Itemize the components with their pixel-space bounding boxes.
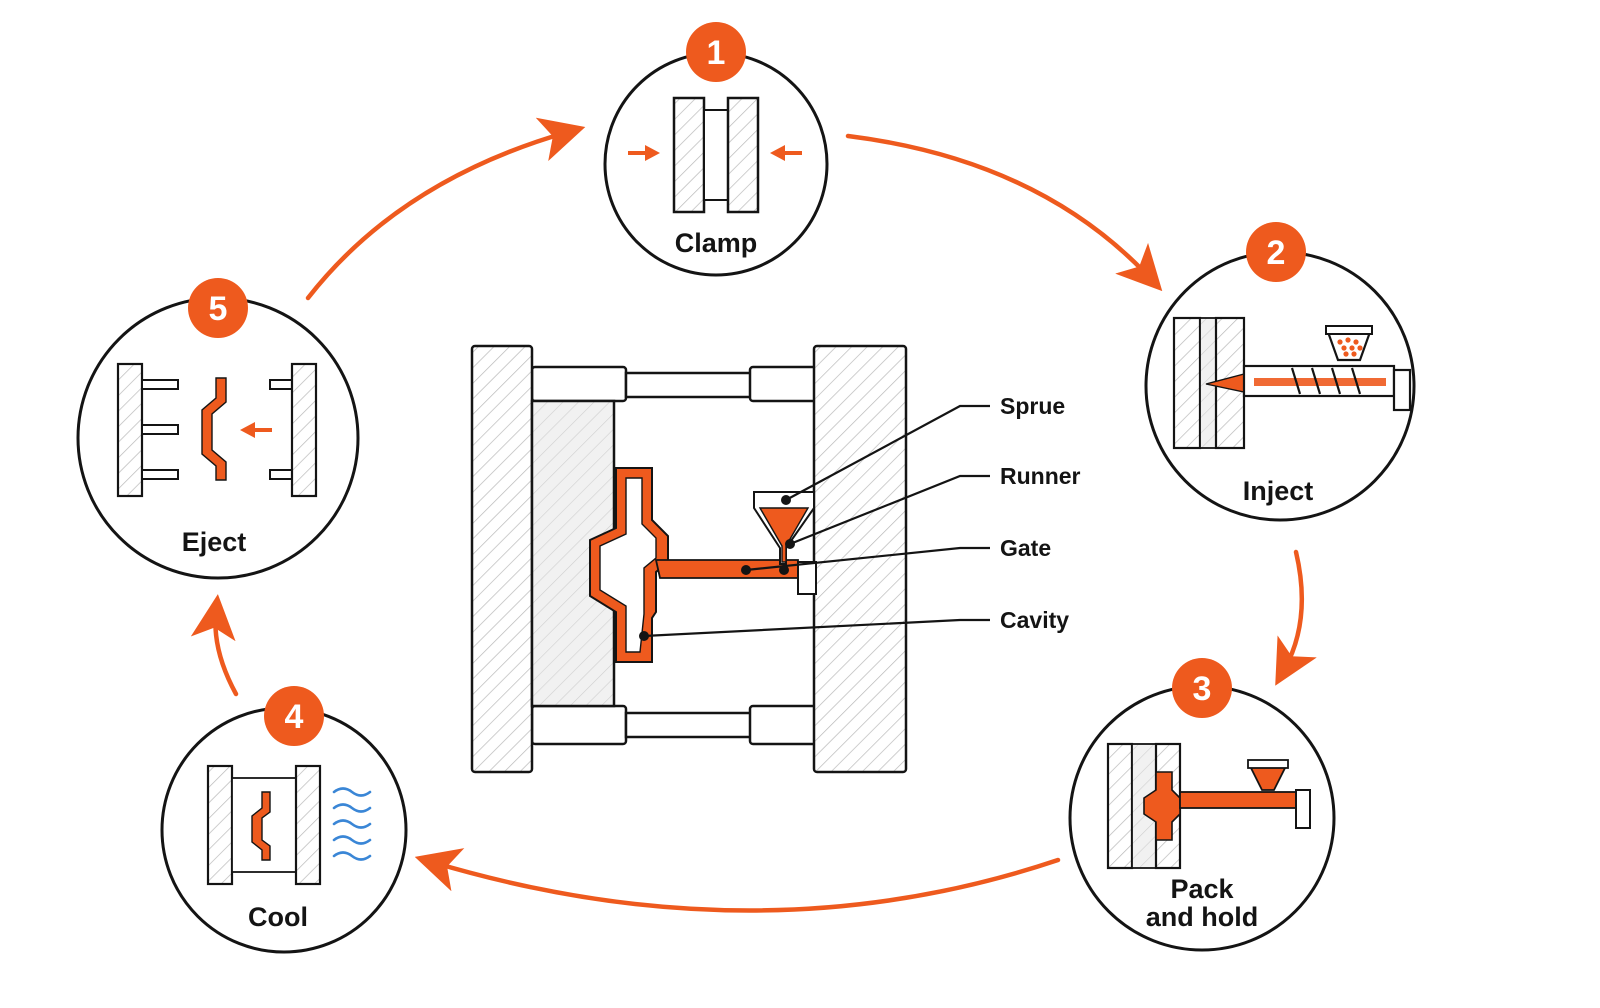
callout-runner: Runner bbox=[1000, 463, 1081, 489]
step-cool: Cool 4 bbox=[160, 686, 408, 954]
cycle-arrows bbox=[190, 117, 1317, 913]
step-number: 4 bbox=[285, 698, 304, 736]
injection-unit-icon bbox=[1172, 316, 1412, 450]
pack-hold-icon bbox=[1106, 742, 1311, 870]
arrow-eject-to-clamp bbox=[305, 117, 586, 301]
step-badge bbox=[1172, 658, 1232, 718]
step-number: 3 bbox=[1193, 670, 1212, 708]
callout-gate: Gate bbox=[1000, 535, 1051, 561]
step-label-line2: and hold bbox=[1146, 902, 1258, 932]
central-mold-diagram: Sprue Runner Gate Cavity bbox=[470, 344, 1081, 774]
callout-cavity: Cavity bbox=[1000, 607, 1069, 633]
callout-leaders bbox=[643, 404, 990, 638]
cooling-mold-icon bbox=[206, 764, 322, 886]
step-eject: Eject 5 bbox=[76, 278, 360, 580]
step-badge bbox=[1246, 222, 1306, 282]
step-number: 2 bbox=[1267, 234, 1286, 272]
step-badge bbox=[188, 278, 248, 338]
arrow-cool-to-eject bbox=[190, 594, 239, 697]
step-label: Inject bbox=[1243, 476, 1314, 506]
step-label: Eject bbox=[182, 527, 247, 557]
step-number: 5 bbox=[209, 290, 228, 328]
runner-channel bbox=[654, 559, 799, 579]
step-label: Cool bbox=[248, 902, 308, 932]
fixed-platen bbox=[470, 344, 534, 774]
step-clamp: Clamp 1 bbox=[603, 22, 829, 277]
ejector-pins-icon bbox=[116, 362, 318, 498]
arrow-clamp-to-inject bbox=[845, 133, 1163, 292]
mold-clamp-icon bbox=[628, 96, 802, 214]
step-label-line1: Pack bbox=[1170, 874, 1234, 904]
cooling-waves-icon bbox=[332, 787, 372, 861]
callout-dots bbox=[639, 495, 795, 641]
step-number: 1 bbox=[707, 34, 726, 72]
arrow-inject-to-pack bbox=[1275, 549, 1317, 686]
step-inject: Inject 2 bbox=[1144, 222, 1416, 522]
tie-bar-bottom bbox=[530, 704, 818, 746]
step-badge bbox=[264, 686, 324, 746]
step-label: Clamp bbox=[675, 228, 758, 258]
arrow-pack-to-cool bbox=[414, 848, 1061, 913]
step-badge bbox=[686, 22, 746, 82]
gate-block bbox=[797, 561, 817, 595]
step-pack-and-hold: Pack and hold 3 bbox=[1068, 658, 1336, 952]
tie-bar-top bbox=[530, 365, 818, 403]
callout-sprue: Sprue bbox=[1000, 393, 1065, 419]
